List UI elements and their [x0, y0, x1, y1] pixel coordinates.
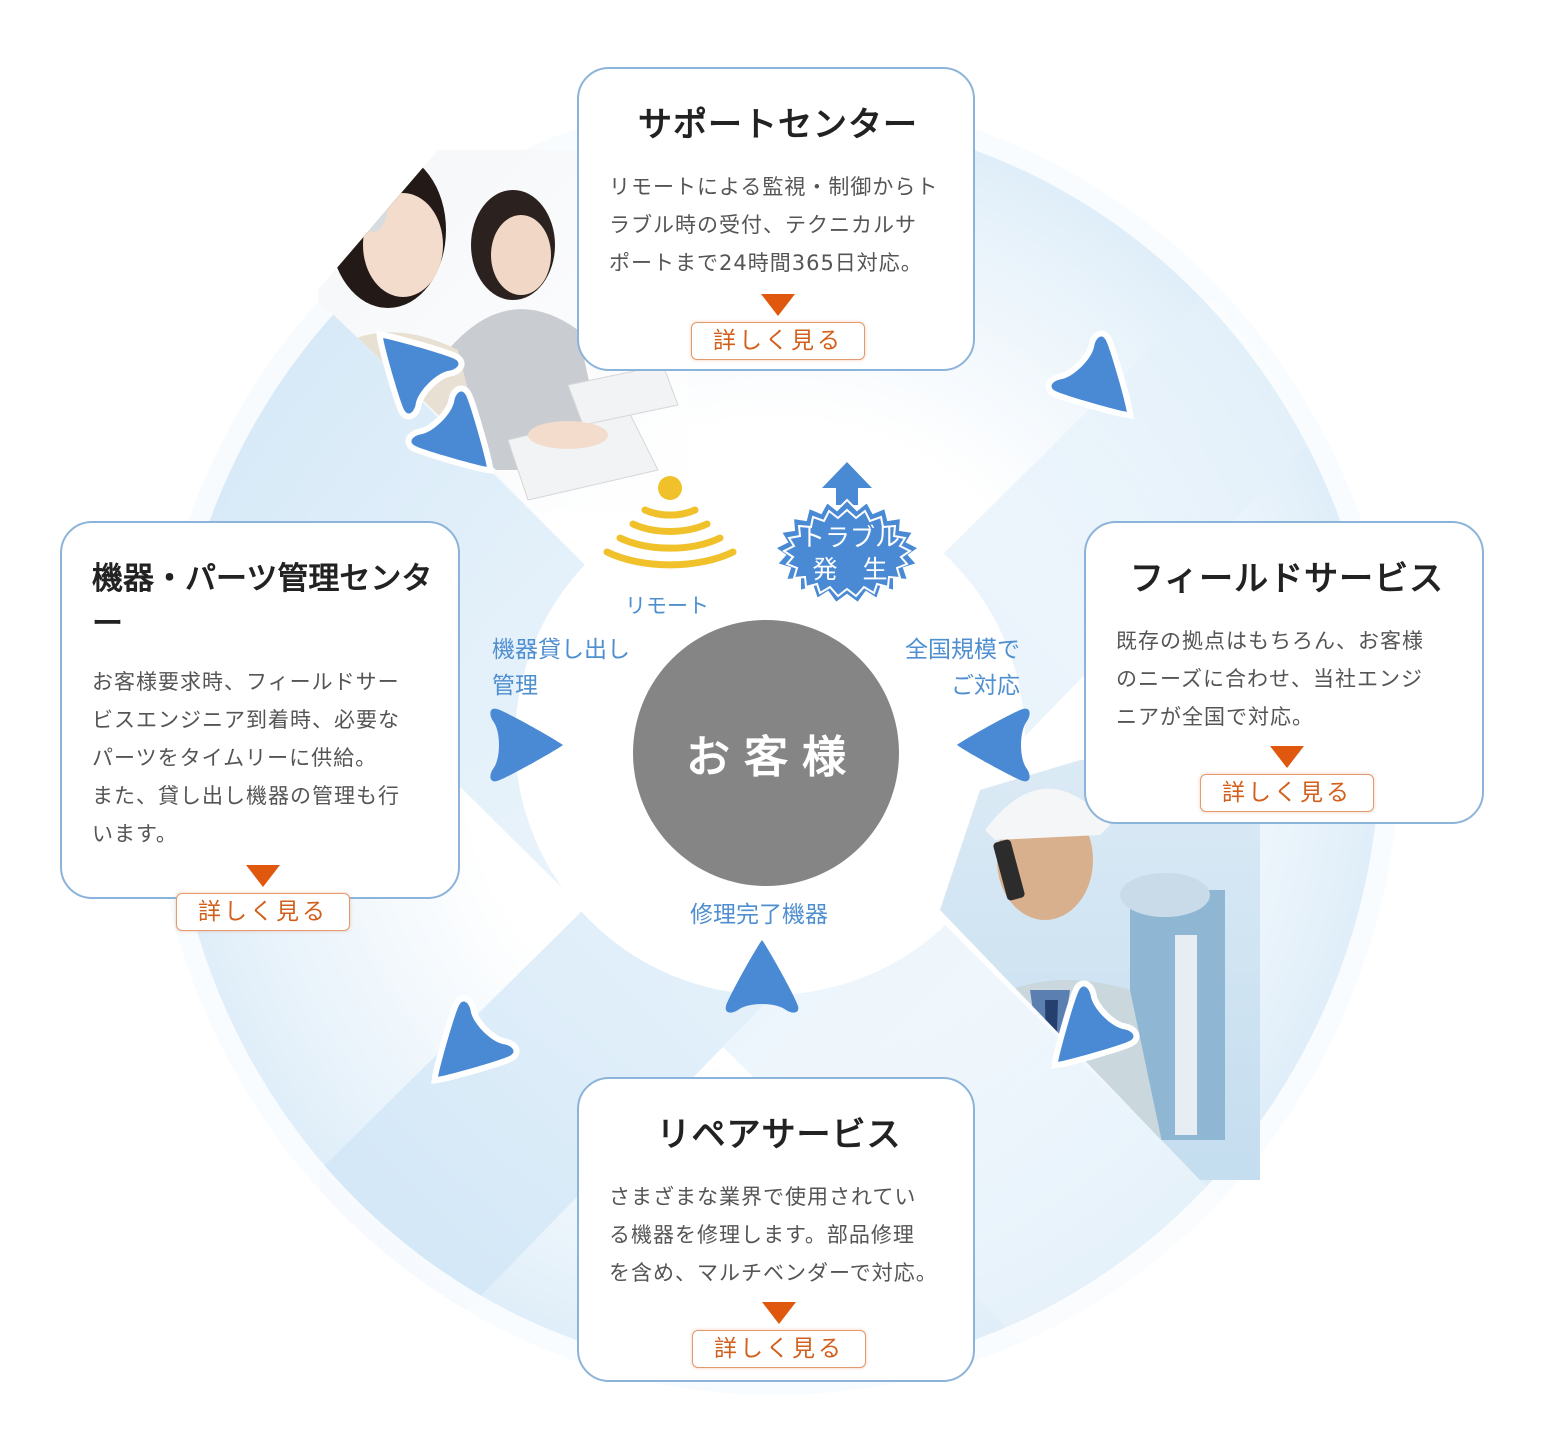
parts-center-title: 機器・パーツ管理センター [92, 561, 433, 642]
support-center-details-button[interactable]: 詳しく見る [691, 322, 865, 360]
triangle-down-icon [1270, 746, 1304, 768]
customer-circle: お客様 [633, 620, 899, 886]
desc-line: 既存の拠点はもちろん、お客様 [1116, 629, 1424, 653]
repair-service-card: リペアサービス さまざまな業界で使用されてい る機器を修理します。部品修理 を含… [577, 1077, 975, 1382]
rental-label-line2: 管理 [492, 673, 538, 699]
desc-line: る機器を修理します。部品修理 [609, 1223, 915, 1247]
desc-line: ラブル時の受付、テクニカルサ [609, 213, 917, 237]
desc-line: リモートによる監視・制御からト [609, 175, 939, 199]
support-center-title: サポートセンター [638, 105, 918, 145]
desc-line: を含め、マルチベンダーで対応。 [609, 1261, 938, 1285]
parts-center-details-button[interactable]: 詳しく見る [176, 893, 350, 931]
trouble-burst-icon [773, 462, 921, 605]
repair-service-title: リペアサービス [656, 1115, 902, 1155]
nationwide-label-line2: ご対応 [951, 673, 1020, 699]
field-service-title: フィールドサービス [1129, 559, 1445, 599]
trouble-label-line1: トラブル [799, 523, 900, 552]
triangle-down-icon [762, 1302, 796, 1324]
support-center-card: サポートセンター リモートによる監視・制御からト ラブル時の受付、テクニカルサ … [577, 67, 975, 371]
remote-signal-icon [603, 476, 737, 569]
desc-line: のニーズに合わせ、当社エンジ [1116, 667, 1423, 691]
field-service-description: 既存の拠点はもちろん、お客様 のニーズに合わせ、当社エンジ ニアが全国で対応。 [1116, 622, 1458, 736]
desc-line: さまざまな業界で使用されてい [609, 1185, 917, 1209]
parts-center-description: お客様要求時、フィールドサー ビスエンジニア到着時、必要な パーツをタイムリーに… [92, 663, 434, 853]
nationwide-label: 全国規模で ご対応 [905, 632, 1020, 704]
field-service-card: フィールドサービス 既存の拠点はもちろん、お客様 のニーズに合わせ、当社エンジ … [1084, 521, 1484, 824]
desc-line: ビスエンジニア到着時、必要な [92, 708, 400, 732]
repaired-equipment-label: 修理完了機器 [690, 902, 828, 928]
desc-line: パーツをタイムリーに供給。 [92, 746, 378, 770]
desc-line: また、貸し出し機器の管理も行 [92, 784, 400, 808]
repair-service-description: さまざまな業界で使用されてい る機器を修理します。部品修理 を含め、マルチベンダ… [609, 1178, 949, 1292]
desc-line: ポートまで24時間365日対応。 [609, 251, 923, 275]
triangle-down-icon [761, 294, 795, 316]
field-service-details-button[interactable]: 詳しく見る [1200, 774, 1374, 812]
rental-management-label: 機器貸し出し 管理 [492, 632, 630, 704]
triangle-down-icon [246, 865, 280, 887]
support-center-description: リモートによる監視・制御からト ラブル時の受付、テクニカルサ ポートまで24時間… [609, 168, 947, 282]
desc-line: います。 [92, 822, 178, 846]
trouble-label-line2: 発 生 [812, 555, 888, 584]
trouble-label: トラブル 発 生 [790, 522, 910, 586]
desc-line: お客様要求時、フィールドサー [92, 670, 400, 694]
repair-service-details-button[interactable]: 詳しく見る [692, 1330, 866, 1368]
desc-line: ニアが全国で対応。 [1116, 705, 1314, 729]
rental-label-line1: 機器貸し出し [492, 637, 630, 663]
remote-label: リモート [625, 594, 709, 618]
customer-label: お客様 [686, 732, 860, 783]
parts-center-card: 機器・パーツ管理センター お客様要求時、フィールドサー ビスエンジニア到着時、必… [60, 521, 460, 931]
nationwide-label-line1: 全国規模で [905, 637, 1020, 663]
